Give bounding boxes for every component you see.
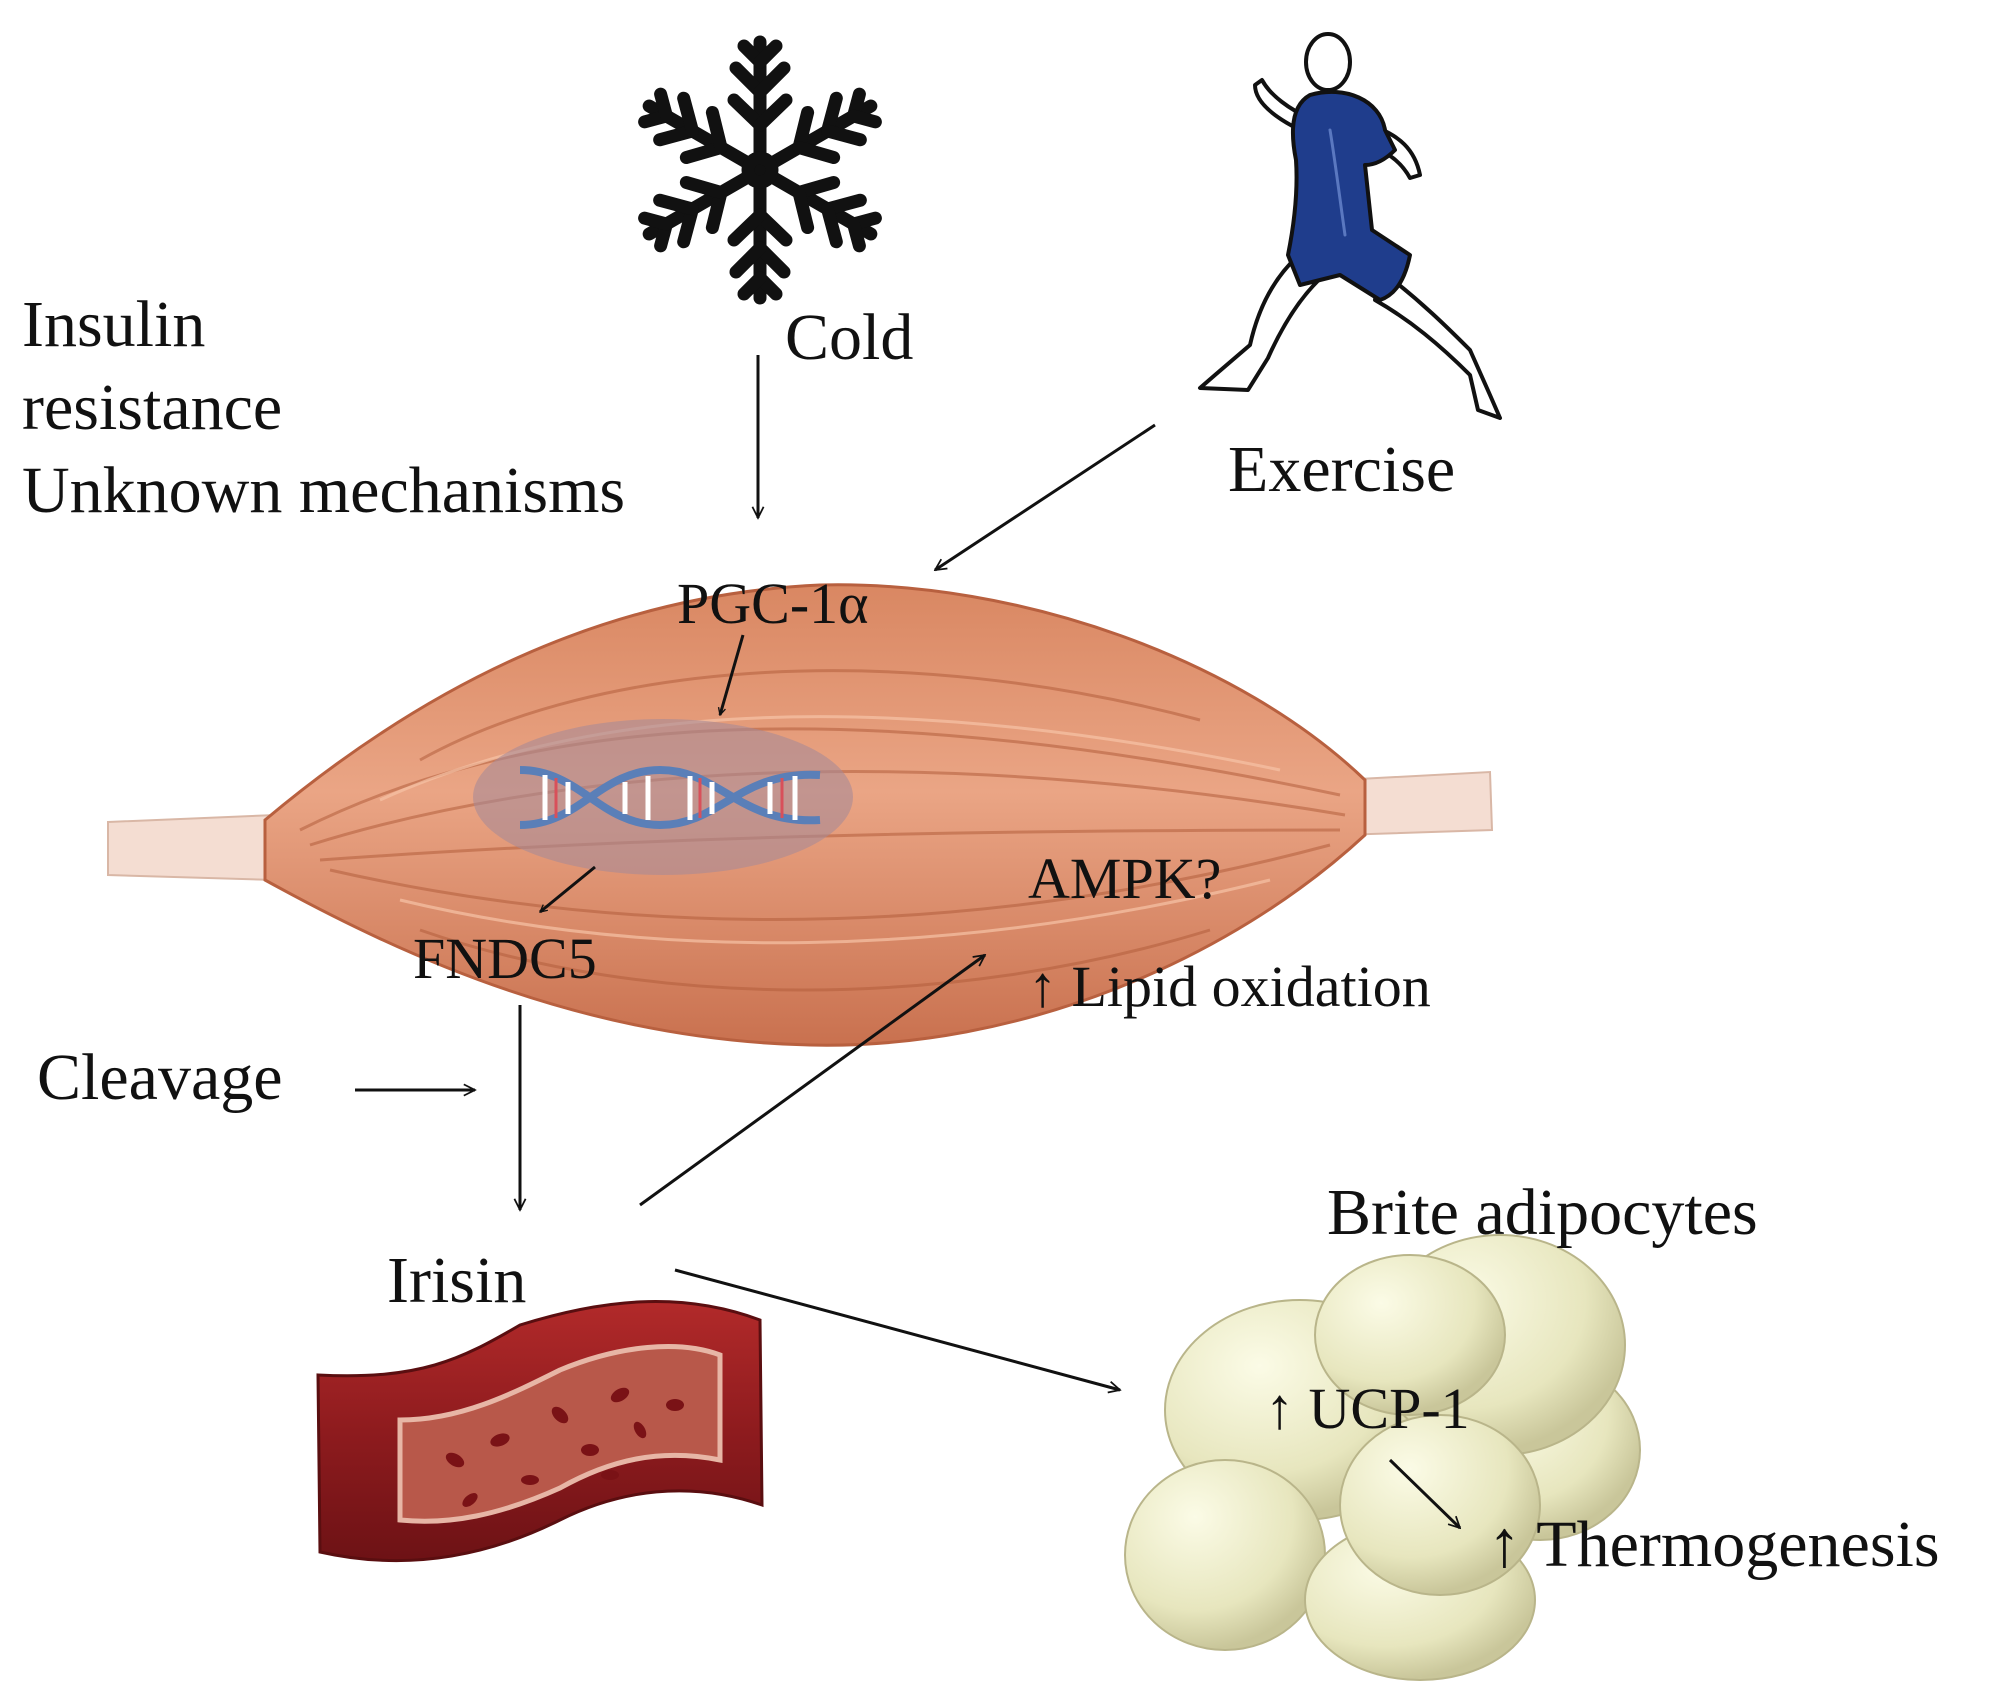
runner-icon [1198,32,1502,420]
arrow-pgc-to-nucleus [720,634,745,715]
blood-vessel-icon [316,1300,764,1563]
label-ampk: AMPK? [1028,846,1222,911]
adipocyte-cluster-icon [1124,1234,1641,1681]
label-ucp-1: ↑ UCP-1 [1265,1376,1470,1441]
nucleus [473,719,853,875]
label-irisin: Irisin [387,1244,527,1317]
arrow-ucp-to-thermogenesis [1388,1458,1460,1528]
label-pgc-1a: PGC-1α [677,571,869,636]
label-thermogenesis: ↑ Thermogenesis [1488,1508,1940,1581]
label-exercise: Exercise [1228,433,1456,506]
label-lipid-oxidation: ↑ Lipid oxidation [1028,954,1431,1019]
label-insulin-line1: Insulin [22,288,206,361]
label-fndc5: FNDC5 [413,926,597,991]
arrow-nucleus-to-fndc5 [540,865,596,914]
label-brite-adipocytes: Brite adipocytes [1327,1176,1758,1249]
muscle-tendon-left [107,813,276,882]
arrow-irisin-to-adipocytes [674,1268,1120,1390]
label-unknown-mechanisms: Unknown mechanisms [22,454,626,527]
snowflake-icon [636,35,884,298]
muscle-illustration [107,583,1494,1047]
dna-icon [519,765,821,830]
label-cold: Cold [785,301,914,374]
arrow-exercise-to-pgc [935,423,1156,572]
arrow-irisin-to-ampk [639,953,985,1207]
label-insulin-line2: resistance [22,371,283,444]
arrows [355,355,1460,1528]
label-cleavage: Cleavage [37,1041,283,1114]
